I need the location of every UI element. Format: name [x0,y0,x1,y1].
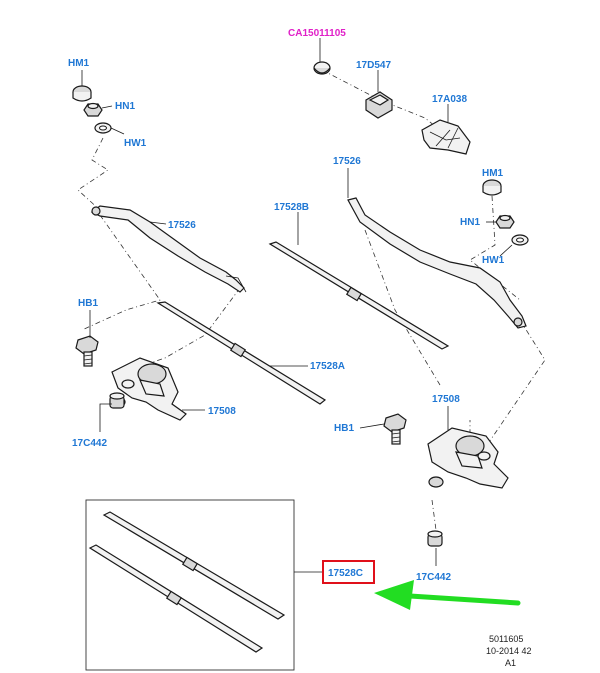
grommet-17d547 [365,91,393,119]
label-hw1-right: HW1 [482,255,505,266]
label-hn1-left: HN1 [115,101,135,112]
label-17c442-left: 17C442 [72,438,107,449]
hn1-nut-right [495,214,515,229]
cap-ca15011105 [313,61,331,75]
green-arrow-icon [374,580,521,610]
label-17a038: 17A038 [432,94,467,105]
wiper-arm-right [347,197,527,329]
leader-hn1-left [101,105,113,109]
hw1-washer-right [511,234,529,246]
label-17508-left: 17508 [208,406,236,417]
leader-hb1-right [359,423,385,429]
label-17c442-right: 17C442 [416,572,451,583]
footer-revision: A1 [505,658,516,668]
label-hw1-left: HW1 [124,138,147,149]
leader-17526-left [149,221,167,225]
label-hm1-right: HM1 [482,168,504,179]
blade-set-17528c-upper [102,511,286,620]
label-hb1-left: HB1 [78,298,98,309]
wiper-motor-right [427,427,509,489]
hb1-bolt-right [383,413,407,445]
label-17526-right: 17526 [333,156,361,167]
label-ca15011105: CA15011105 [288,28,346,39]
label-hn1-right: HN1 [460,217,480,228]
leader-hw1-right [499,244,513,257]
wiper-motor-left [110,357,187,421]
label-17508-right: 17508 [432,394,460,405]
wiper-arm-left [90,205,247,293]
inset-box-blade-set [85,499,295,671]
hm1-cap-left [72,85,92,102]
bush-17c442-right [427,530,443,547]
label-hm1-left: HM1 [68,58,90,69]
leader-hw1-left [110,127,125,135]
assembly-line-right-bush [431,499,437,531]
hb1-bolt-left [75,335,99,367]
footer-code: 5011605 [489,634,523,644]
hw1-washer-left [94,122,112,134]
label-17526-left: 17526 [168,220,196,231]
hn1-nut-left [83,102,103,117]
label-17528b: 17528B [274,202,309,213]
leader-17c442-left [99,403,112,432]
bracket-17a038 [421,119,471,155]
label-17528a: 17528A [310,361,345,372]
wiper-blade-left [156,301,327,405]
assembly-line-left-linkage [81,214,161,331]
assembly-line-left-arm [77,137,109,213]
bush-17c442-left [109,392,125,409]
label-hb1-right: HB1 [334,423,354,434]
assembly-line-right-linkage [364,229,441,386]
wiper-blade-right [268,241,450,350]
footer-date: 10-2014 42 [486,646,532,656]
hm1-cap-right [482,179,502,196]
highlight-box-17528c [322,560,375,584]
label-17528c: 17528C [328,568,363,579]
blade-set-17528c-lower [88,544,264,653]
label-17d547: 17D547 [356,60,391,71]
